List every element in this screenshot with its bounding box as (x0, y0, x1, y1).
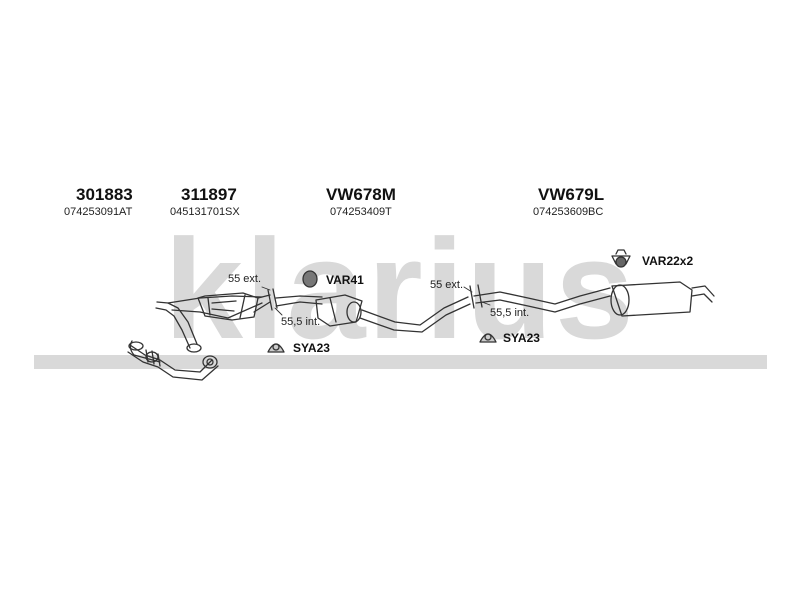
oem-number-VW678M: 074253409T (330, 206, 392, 218)
accessory-label-SYA23-2: SYA23 (503, 331, 540, 345)
watermark-logo: klarius (164, 210, 636, 369)
sya23-clamp-icon-1 (267, 343, 285, 353)
int-leader-1 (274, 307, 283, 316)
front-pipe-301883 (127, 340, 219, 381)
oem-number-VW679L: 074253609BC (533, 206, 604, 218)
part-number-311897: 311897 (181, 185, 237, 204)
oem-number-301883: 074253091AT (64, 206, 133, 218)
joint-1-int-label: 55,5 int. (281, 316, 321, 328)
sya23-clamp-icon-2 (479, 333, 497, 343)
ext-leader-1 (261, 286, 271, 291)
oem-number-311897: 045131701SX (170, 206, 240, 218)
accessory-label-VAR22x2: VAR22x2 (642, 254, 694, 268)
var22-hanger-icon (611, 249, 631, 268)
part-number-VW678M: VW678M (326, 185, 396, 204)
rear-silencer-VW679L (469, 281, 715, 317)
int-leader-2 (481, 301, 491, 306)
watermark-underline (34, 355, 767, 369)
catalyst-311897 (155, 288, 278, 353)
accessory-label-VAR41: VAR41 (326, 273, 364, 287)
var41-mount-icon (302, 270, 318, 288)
joint-1-ext-label: 55 ext. (228, 273, 262, 285)
accessory-label-SYA23-1: SYA23 (293, 341, 330, 355)
part-number-VW679L: VW679L (538, 185, 605, 204)
middle-silencer-VW678M (275, 294, 471, 333)
part-number-301883: 301883 (76, 185, 133, 204)
ext-leader-2 (463, 286, 473, 293)
joint-2-int-label: 55,5 int. (490, 307, 530, 319)
joint-2-ext-label: 55 ext. (430, 279, 464, 291)
